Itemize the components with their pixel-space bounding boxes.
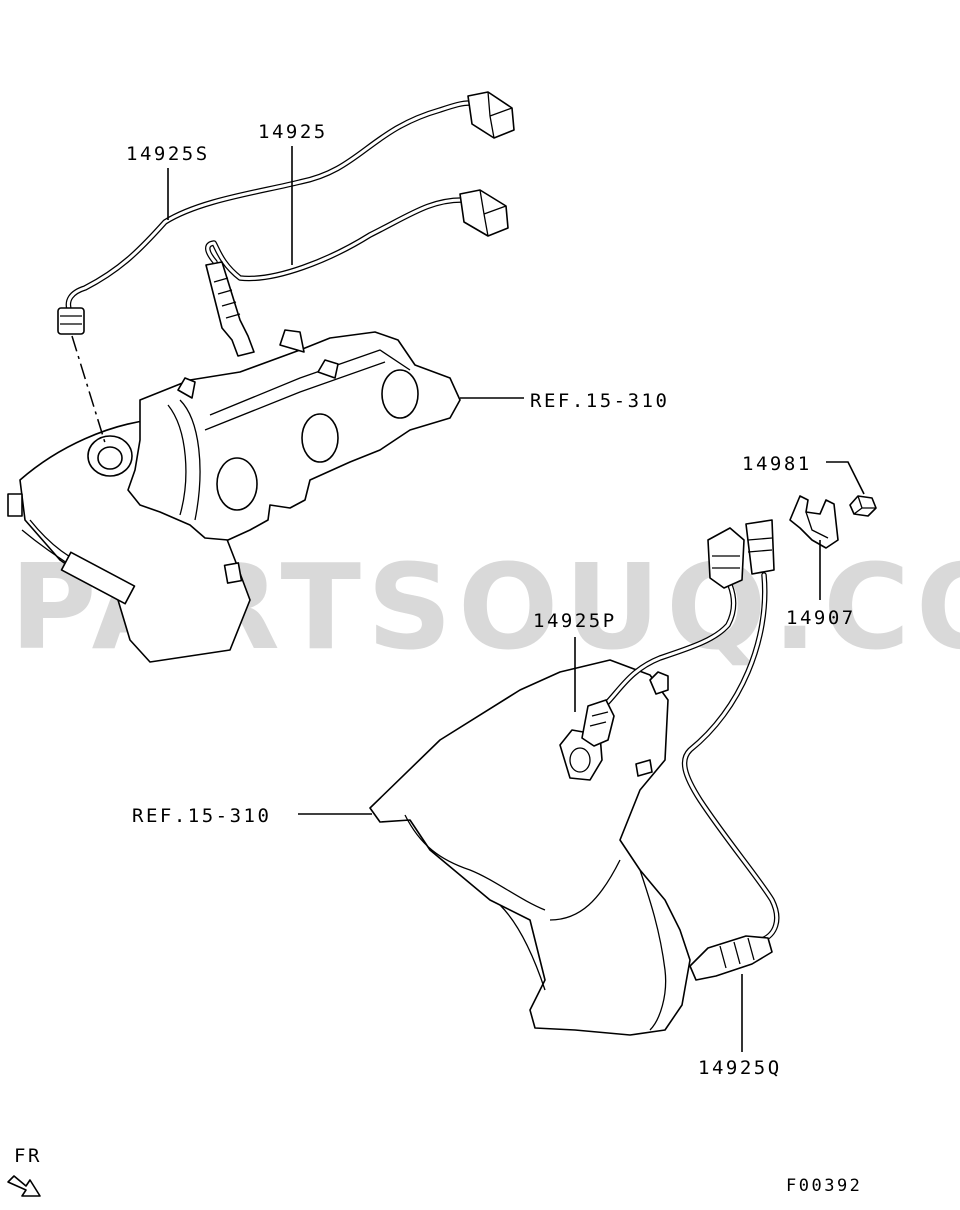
- part-label-14925p: 14925P: [533, 610, 617, 632]
- reference-label-lower: REF.15-310: [132, 805, 271, 827]
- leader-line: [826, 461, 865, 495]
- figure-code: F00392: [786, 1176, 862, 1196]
- part-label-14907: 14907: [786, 607, 856, 629]
- bolt-14981[interactable]: [849, 495, 877, 517]
- part-label-14925s: 14925S: [126, 143, 210, 165]
- front-arrow-icon: [7, 1175, 41, 1197]
- oxygen-sensor-14925[interactable]: [205, 189, 509, 357]
- part-label-14925: 14925: [258, 121, 328, 143]
- install-line: [71, 335, 107, 447]
- direction-label: FR: [14, 1145, 42, 1167]
- bracket-14907[interactable]: [789, 495, 839, 549]
- oxygen-sensor-14925s[interactable]: [57, 91, 515, 335]
- upper-exhaust-manifold[interactable]: [7, 329, 461, 663]
- oxygen-sensor-14925q[interactable]: [681, 519, 780, 981]
- part-label-14981: 14981: [742, 453, 812, 475]
- part-label-14925q: 14925Q: [698, 1057, 782, 1079]
- oxygen-sensor-14925p[interactable]: [581, 527, 745, 747]
- reference-label-upper: REF.15-310: [530, 390, 669, 412]
- lower-exhaust-manifold[interactable]: [369, 659, 691, 1036]
